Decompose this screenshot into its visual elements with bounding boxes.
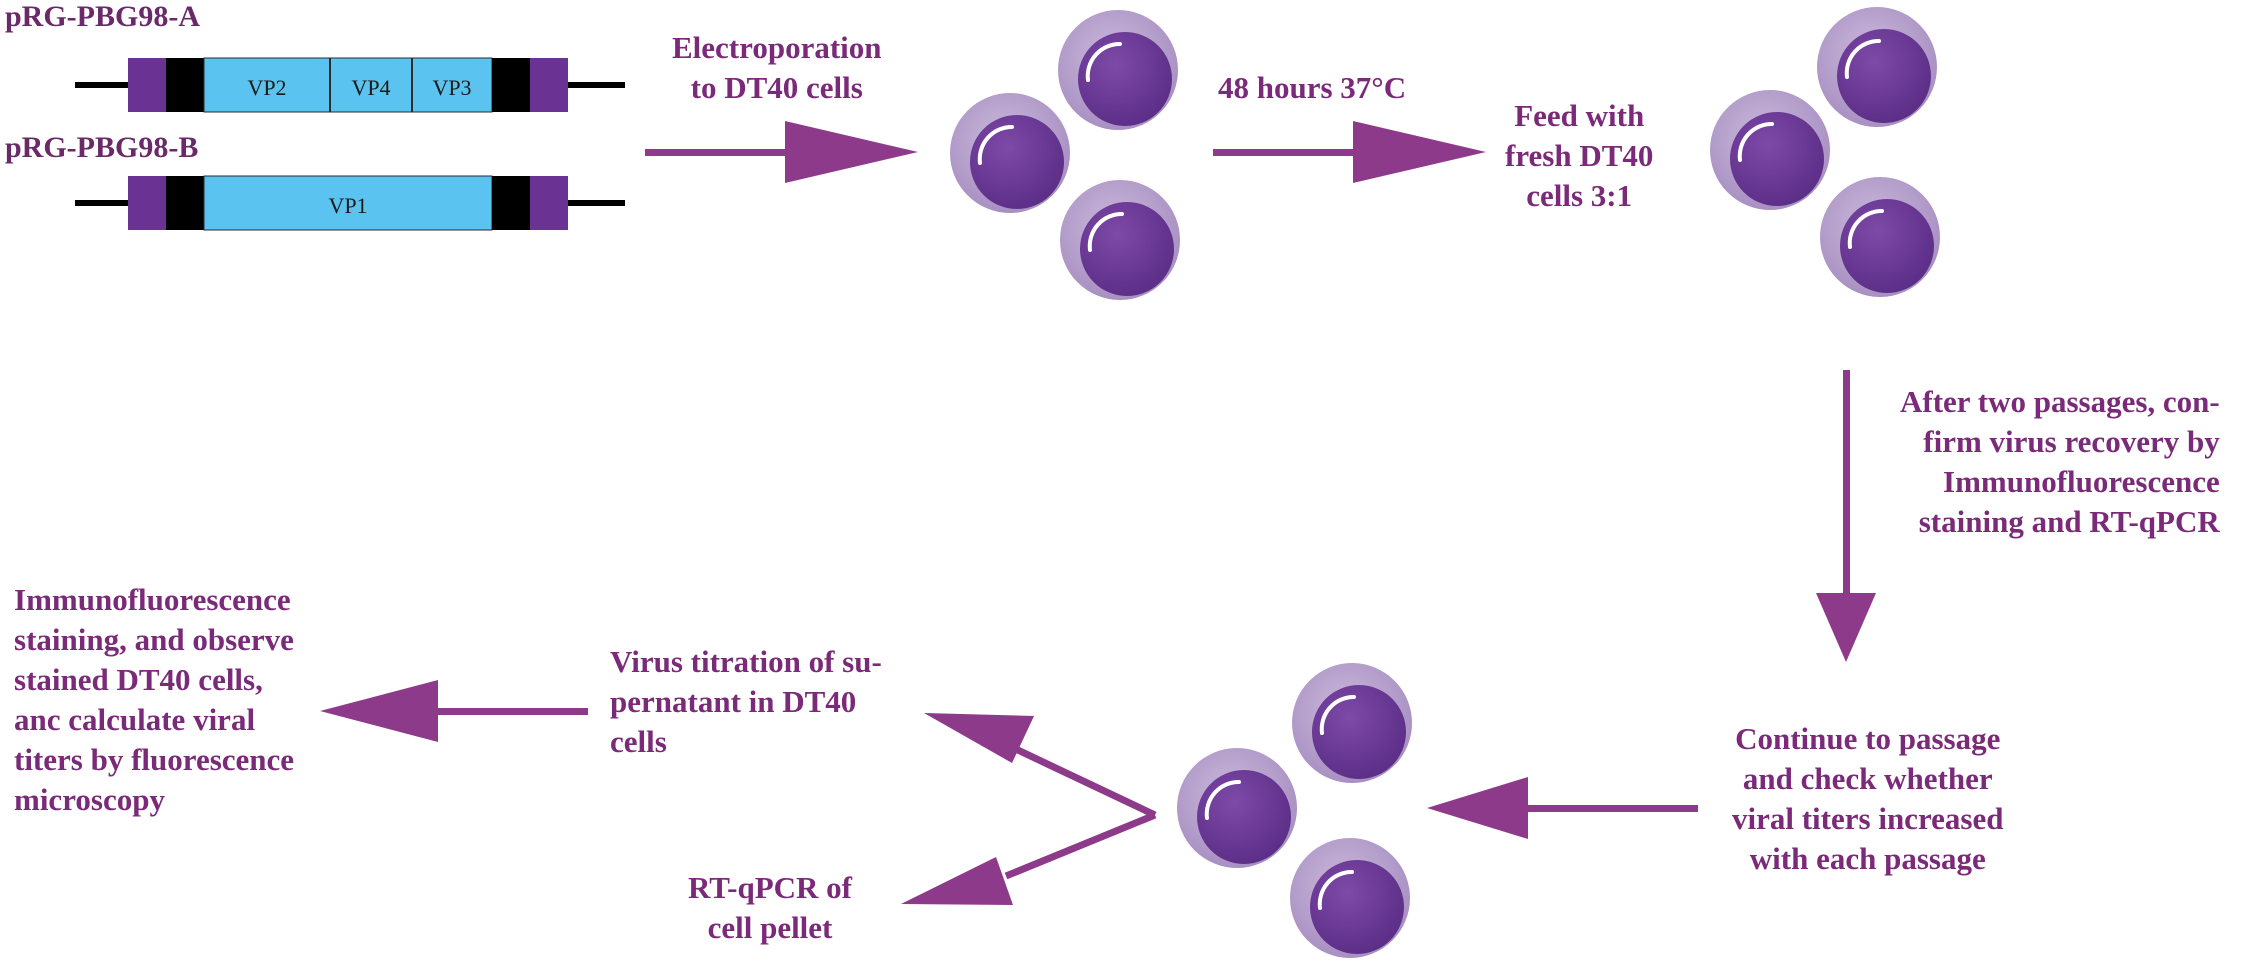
segment-label: VP1 — [328, 193, 367, 218]
segment-label: VP2 — [247, 75, 286, 100]
cell-icon — [948, 91, 1072, 215]
step-line: with each passage — [1749, 841, 1986, 876]
construct-a-name: pRG-PBG98-A — [5, 0, 200, 33]
step-line: Immunofluorescence — [14, 582, 291, 617]
step-line: to DT40 cells — [690, 70, 863, 105]
step-line: firm virus recovery by — [1923, 424, 2220, 459]
step-titration: Virus titration of su- pernatant in DT40… — [610, 642, 882, 762]
marker-left — [166, 58, 204, 112]
step-line: 48 hours 37°C — [1218, 70, 1407, 105]
cell-cluster-3 — [1175, 661, 1414, 960]
cell-icon — [1175, 746, 1299, 870]
step-line: anc calculate viral — [14, 702, 256, 737]
step-line: staining, and observe — [14, 622, 294, 657]
arrow-rtqpcr — [901, 811, 1157, 905]
cell-icon — [1708, 88, 1832, 212]
cell-icon — [1290, 661, 1414, 785]
segment-label: VP4 — [351, 75, 390, 100]
step-continue: Continue to passage and check whether vi… — [1732, 719, 2003, 879]
step-feed: Feed with fresh DT40 cells 3:1 — [1505, 96, 1653, 216]
step-line: titers by fluorescence — [14, 742, 295, 777]
cell-icon — [1056, 8, 1180, 132]
marker-left — [166, 176, 204, 230]
flank-right — [530, 58, 568, 112]
step-line: Electroporation — [672, 30, 882, 65]
step-line: cell pellet — [707, 910, 833, 945]
cell-cluster-2 — [1708, 5, 1942, 299]
cell-icon — [1818, 175, 1942, 299]
arrow-incubation — [1213, 121, 1486, 183]
cell-icon — [1815, 5, 1939, 129]
flank-left — [128, 58, 166, 112]
step-line: viral titers increased — [1732, 801, 2004, 836]
construct-b-name: pRG-PBG98-B — [5, 131, 199, 164]
step-line: Feed with — [1514, 98, 1645, 133]
step-line: microscopy — [14, 782, 165, 817]
step-line: staining and RT-qPCR — [1918, 504, 2220, 539]
step-line: pernatant in DT40 — [610, 684, 857, 719]
step-line: Virus titration of su- — [610, 644, 882, 679]
marker-right — [492, 58, 530, 112]
step-immuno: Immunofluorescence staining, and observe… — [14, 580, 294, 820]
step-incubation: 48 hours 37°C — [1218, 68, 1406, 108]
construct-b: VP1 — [75, 175, 625, 231]
step-line: cells 3:1 — [1526, 178, 1633, 213]
segment-block — [203, 175, 493, 231]
segment-block — [203, 57, 493, 113]
step-line: Continue to passage — [1735, 721, 2001, 756]
step-line: Immunofluorescence — [1943, 464, 2220, 499]
step-line: After two passages, con- — [1900, 384, 2220, 419]
arrow-confirm-down — [1816, 370, 1876, 662]
cell-icon — [1288, 836, 1412, 960]
marker-right — [492, 176, 530, 230]
step-line: and check whether — [1742, 761, 1993, 796]
step-confirm: After two passages, con- firm virus reco… — [1900, 382, 2220, 542]
step-line: stained DT40 cells, — [14, 662, 263, 697]
step-line: RT-qPCR of — [688, 870, 852, 905]
step-electroporation: Electroporation to DT40 cells — [672, 28, 882, 108]
arrow-titration — [924, 713, 1157, 819]
arrow-immuno-left — [320, 680, 588, 742]
step-line: fresh DT40 — [1505, 138, 1654, 173]
segment-label: VP3 — [432, 75, 471, 100]
arrow-electroporation — [645, 121, 918, 183]
cell-icon — [1058, 178, 1182, 302]
construct-a: VP2 VP4 VP3 — [75, 57, 625, 113]
step-rtqpcr: RT-qPCR of cell pellet — [688, 868, 852, 948]
cell-cluster-1 — [948, 8, 1182, 302]
arrow-continue-left — [1427, 777, 1698, 839]
flank-left — [128, 176, 166, 230]
step-line: cells — [610, 724, 667, 759]
flank-right — [530, 176, 568, 230]
